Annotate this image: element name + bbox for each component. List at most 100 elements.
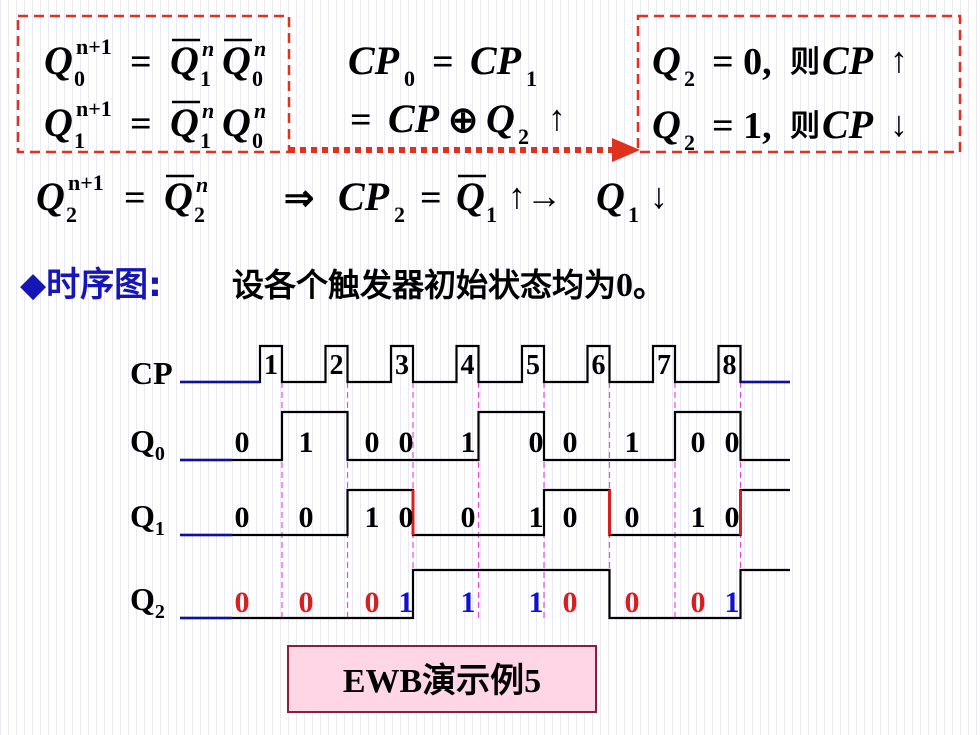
svg-text:Q: Q bbox=[170, 38, 199, 83]
pulse-number: 4 bbox=[461, 350, 475, 381]
q0-value: 1 bbox=[625, 426, 640, 459]
svg-text:CP: CP bbox=[338, 174, 390, 219]
q1-value: 0 bbox=[625, 501, 640, 534]
pulse-number: 5 bbox=[526, 350, 540, 381]
q2-value: 0 bbox=[235, 586, 250, 619]
svg-text:↑→: ↑→ bbox=[508, 176, 562, 216]
pulse-number: 2 bbox=[330, 350, 344, 381]
svg-text:CP: CP bbox=[470, 38, 522, 83]
svg-text:Q: Q bbox=[456, 174, 485, 219]
svg-text:↑: ↑ bbox=[548, 98, 566, 138]
svg-text:0: 0 bbox=[74, 66, 85, 91]
svg-text:⊕: ⊕ bbox=[448, 100, 478, 140]
svg-text:则: 则 bbox=[790, 109, 820, 144]
equation-cp-xor-q2: = CP ⊕ Q 2 ↑ bbox=[350, 96, 566, 149]
svg-text:Q: Q bbox=[170, 100, 199, 145]
cp-waveform bbox=[180, 344, 790, 384]
svg-text:Q: Q bbox=[652, 102, 681, 147]
svg-text:2: 2 bbox=[684, 130, 695, 155]
q2-value: 1 bbox=[461, 586, 476, 619]
equation-q0-next: Q n+1 0 = Q n 1 Q n 0 bbox=[44, 34, 266, 91]
q0-value: 0 bbox=[529, 426, 544, 459]
svg-text:Q: Q bbox=[44, 38, 73, 83]
svg-text:= 0,: = 0, bbox=[712, 41, 772, 83]
q0-value: 1 bbox=[461, 426, 476, 459]
q0-value: 0 bbox=[691, 426, 706, 459]
svg-text:1: 1 bbox=[628, 202, 639, 227]
svg-text:Q: Q bbox=[44, 100, 73, 145]
q1-value: 0 bbox=[299, 501, 314, 534]
svg-text:CP: CP bbox=[822, 38, 874, 83]
svg-text:n: n bbox=[202, 98, 214, 123]
pulse-number: 8 bbox=[723, 350, 737, 381]
svg-text:Q: Q bbox=[164, 174, 193, 219]
equation-cp2: ⇒ CP 2 = Q 1 ↑→ Q 1 ↓ bbox=[284, 174, 668, 227]
svg-text:1: 1 bbox=[526, 66, 537, 91]
svg-text:n+1: n+1 bbox=[76, 96, 112, 121]
svg-text:↑: ↑ bbox=[890, 40, 908, 80]
svg-text:2: 2 bbox=[394, 202, 405, 227]
svg-text:⇒: ⇒ bbox=[284, 178, 314, 218]
svg-text:=: = bbox=[350, 99, 372, 141]
svg-text:2: 2 bbox=[66, 202, 77, 227]
svg-text:=: = bbox=[432, 41, 454, 83]
q2-value: 0 bbox=[299, 586, 314, 619]
condition-q2-one: Q 2 = 1, 则 CP ↓ bbox=[652, 102, 908, 155]
svg-text:n: n bbox=[202, 36, 214, 61]
svg-text:Q: Q bbox=[222, 100, 251, 145]
ewb-demo-button[interactable]: EWB演示例5 bbox=[287, 645, 597, 713]
svg-text:1: 1 bbox=[200, 66, 211, 91]
q0-value: 0 bbox=[365, 426, 380, 459]
q2-value: 0 bbox=[365, 586, 380, 619]
q2-value: 1 bbox=[399, 586, 414, 619]
equation-q2-next: Q n+1 2 = Q n 2 bbox=[36, 170, 208, 227]
svg-text:设各个触发器初始状态均为0。: 设各个触发器初始状态均为0。 bbox=[232, 266, 665, 304]
svg-text:0: 0 bbox=[252, 128, 263, 153]
svg-text:CP: CP bbox=[388, 96, 440, 141]
dashed-box-left bbox=[16, 14, 291, 154]
svg-text:=: = bbox=[124, 177, 146, 219]
svg-text:0: 0 bbox=[404, 66, 415, 91]
q2-value: 0 bbox=[625, 586, 640, 619]
svg-text:n: n bbox=[254, 98, 266, 123]
svg-text:=: = bbox=[130, 103, 152, 145]
svg-text:Q: Q bbox=[222, 38, 251, 83]
timing-heading: ◆时序图: 设各个触发器初始状态均为0。 bbox=[20, 265, 665, 305]
svg-text:=: = bbox=[130, 41, 152, 83]
arrow-head-icon bbox=[612, 138, 640, 162]
q2-value: 1 bbox=[529, 586, 544, 619]
svg-text:↓: ↓ bbox=[650, 176, 668, 216]
q2-value: 1 bbox=[725, 586, 740, 619]
diamond-bullet-icon: ◆ bbox=[20, 265, 47, 305]
svg-text:n+1: n+1 bbox=[76, 34, 112, 59]
svg-text:2: 2 bbox=[194, 202, 205, 227]
q0-waveform bbox=[180, 410, 790, 462]
svg-text:= 1,: = 1, bbox=[712, 105, 772, 147]
condition-q2-zero: Q 2 = 0, 则 CP ↑ bbox=[652, 38, 908, 91]
q0-value: 0 bbox=[725, 426, 740, 459]
svg-text:↓: ↓ bbox=[890, 104, 908, 144]
q2-value: 0 bbox=[691, 586, 706, 619]
svg-text:Q: Q bbox=[486, 96, 515, 141]
q2-value: 0 bbox=[563, 586, 578, 619]
q0-value: 0 bbox=[563, 426, 578, 459]
equation-q1-next: Q n+1 1 = Q n 1 Q n 0 bbox=[44, 96, 266, 153]
q1-value: 1 bbox=[691, 501, 706, 534]
q1-row-label: Q1 bbox=[130, 498, 165, 540]
svg-text:◆时序图:: ◆时序图: bbox=[20, 265, 162, 305]
svg-text:则: 则 bbox=[790, 45, 820, 80]
svg-text:Q: Q bbox=[596, 174, 625, 219]
q1-value: 0 bbox=[461, 501, 476, 534]
dashed-box-right bbox=[636, 14, 962, 154]
svg-text:1: 1 bbox=[200, 128, 211, 153]
svg-text:n: n bbox=[196, 172, 208, 197]
svg-text:CP: CP bbox=[822, 102, 874, 147]
svg-text:CP: CP bbox=[348, 38, 400, 83]
svg-text:Q: Q bbox=[36, 174, 65, 219]
q2-row-label: Q2 bbox=[130, 581, 165, 623]
cp-row-label: CP bbox=[130, 355, 173, 391]
q1-value: 0 bbox=[725, 501, 740, 534]
svg-text:1: 1 bbox=[74, 128, 85, 153]
svg-text:Q: Q bbox=[652, 38, 681, 83]
